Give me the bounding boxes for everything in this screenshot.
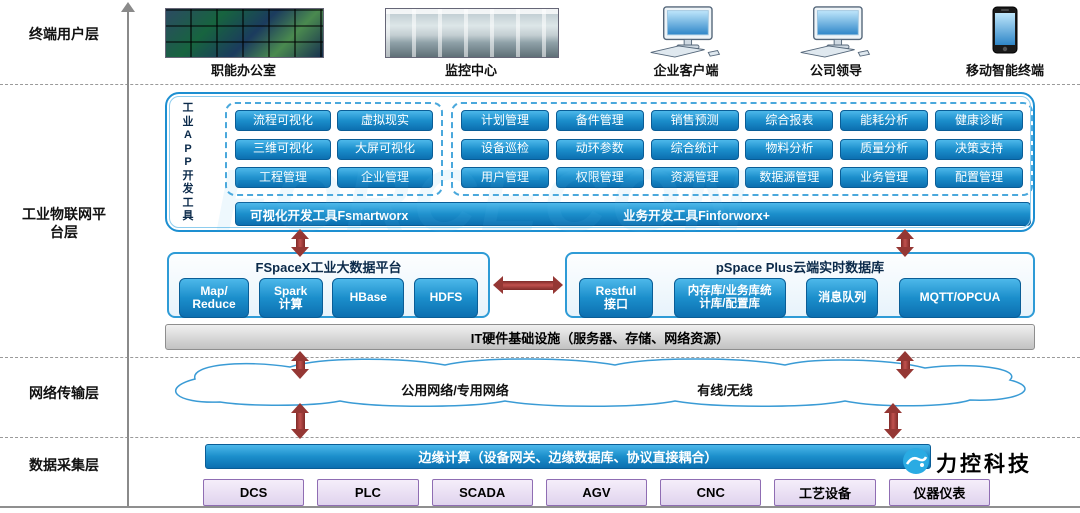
desktop-computer-icon <box>646 6 726 58</box>
industrial-app-container: 工 业 A P P 开 发 工 具 流程可视化 虚拟现实 三维可视化 大屏可视化… <box>165 92 1035 232</box>
connector-arrow-icon <box>493 276 563 294</box>
bottom-border <box>0 506 1080 508</box>
smartphone-icon <box>992 6 1018 54</box>
caption-office: 职能办公室 <box>210 63 276 78</box>
dev-tool-finforworx: 业务开发工具Finforworx+ <box>623 208 770 223</box>
dev-tools-bar: 可视化开发工具Fsmartworx 业务开发工具Finforworx+ <box>235 202 1031 226</box>
layer-divider-2 <box>0 357 1080 358</box>
app-node: 资源管理 <box>650 167 739 188</box>
app-node: 工程管理 <box>235 167 331 188</box>
public-private-network-label: 公用网络/专用网络 <box>401 383 509 398</box>
layer-label-platform: 工业物联网平台层 <box>22 206 106 240</box>
app-node: 数据源管理 <box>745 167 834 188</box>
device-node: AGV <box>545 479 648 506</box>
bigdata-node: HDFS <box>413 278 478 318</box>
app-node: 企业管理 <box>337 167 433 188</box>
caption-monitor-center: 监控中心 <box>444 63 497 78</box>
edge-computing-bar: 边缘计算（设备网关、边缘数据库、协议直接耦合） <box>205 444 931 469</box>
app-node: 大屏可视化 <box>337 138 433 160</box>
app-node: 动环参数 <box>555 138 644 160</box>
device-node: 仪器仪表 <box>888 479 990 506</box>
rtdb-node: MQTT/OPCUA <box>898 278 1021 318</box>
app-node: 权限管理 <box>555 167 644 188</box>
device-node: SCADA <box>431 479 533 506</box>
device-node: 工艺设备 <box>774 479 876 506</box>
app-node: 三维可视化 <box>235 138 331 160</box>
app-node: 能耗分析 <box>840 110 929 131</box>
bigdata-node: Map/ Reduce <box>179 278 249 318</box>
desktop-computer-icon <box>796 6 876 58</box>
layer-label-network: 网络传输层 <box>29 385 99 401</box>
connector-arrow-icon <box>291 229 309 257</box>
layer-axis-line <box>127 10 129 506</box>
bigdata-node: Spark 计算 <box>258 278 323 318</box>
app-node: 流程可视化 <box>235 110 331 131</box>
caption-mobile-terminal: 移动智能终端 <box>965 63 1044 78</box>
app-side-label: 工 业 A P P 开 发 工 具 <box>182 102 194 222</box>
app-node: 销售预测 <box>650 110 739 131</box>
app-node: 质量分析 <box>840 138 929 160</box>
rtdb-platform-title: pSpace Plus云端实时数据库 <box>715 260 885 275</box>
app-node: 物料分析 <box>745 138 834 160</box>
wired-wireless-label: 有线/无线 <box>697 383 753 398</box>
rtdb-node: Restful 接口 <box>579 278 653 318</box>
network-cloud <box>174 358 1026 407</box>
dev-tool-fsmartworx: 可视化开发工具Fsmartworx <box>250 208 409 223</box>
app-node: 设备巡检 <box>461 138 549 160</box>
it-infrastructure-bar: IT硬件基础设施（服务器、存储、网络资源） <box>165 324 1035 350</box>
app-node: 计划管理 <box>461 110 549 131</box>
rtdb-platform-box: pSpace Plus云端实时数据库 Restful 接口 内存库/业务库统 计… <box>565 252 1035 318</box>
brand-name: 力控科技 <box>936 453 1032 476</box>
office-video-wall-photo <box>165 8 324 58</box>
app-node: 综合报表 <box>745 110 834 131</box>
visualization-app-group: 流程可视化 虚拟现实 三维可视化 大屏可视化 工程管理 企业管理 <box>225 102 443 196</box>
connector-arrow-icon <box>896 351 914 379</box>
layer-divider-1 <box>0 84 1080 85</box>
connector-arrow-icon <box>291 351 309 379</box>
caption-enterprise-client: 企业客户端 <box>653 63 719 78</box>
monitoring-center-photo <box>385 8 559 58</box>
bigdata-platform-box: FSpaceX工业大数据平台 Map/ Reduce Spark 计算 HBas… <box>167 252 490 318</box>
caption-company-leader: 公司领导 <box>809 63 862 78</box>
connector-arrow-icon <box>896 229 914 257</box>
layer-divider-3 <box>0 437 1080 438</box>
app-node: 用户管理 <box>461 167 549 188</box>
bigdata-platform-title: FSpaceX工业大数据平台 <box>255 260 402 275</box>
device-node: CNC <box>660 479 762 506</box>
forcecon-logo-icon <box>903 448 929 474</box>
app-node: 备件管理 <box>555 110 644 131</box>
app-node: 决策支持 <box>934 138 1023 160</box>
device-row: DCS PLC SCADA AGV CNC 工艺设备 仪器仪表 <box>203 479 990 506</box>
device-node: DCS <box>203 479 305 506</box>
app-node: 配置管理 <box>934 167 1023 188</box>
axis-arrow-up-icon <box>121 2 135 12</box>
device-node: PLC <box>317 479 419 506</box>
rtdb-node: 内存库/业务库统 计库/配置库 <box>673 278 786 318</box>
connector-arrow-icon <box>884 403 902 439</box>
app-node: 健康诊断 <box>934 110 1023 131</box>
bigdata-node: HBase <box>332 278 405 318</box>
layer-label-collection: 数据采集层 <box>29 457 99 473</box>
app-node: 业务管理 <box>840 167 929 188</box>
app-node: 虚拟现实 <box>337 110 433 131</box>
app-node: 综合统计 <box>650 138 739 160</box>
business-app-group: 计划管理 备件管理 销售预测 综合报表 能耗分析 健康诊断 设备巡检 动环参数 … <box>451 102 1033 196</box>
rtdb-node: 消息队列 <box>806 278 879 318</box>
layer-label-terminal: 终端用户层 <box>29 26 99 42</box>
connector-arrow-icon <box>291 403 309 439</box>
